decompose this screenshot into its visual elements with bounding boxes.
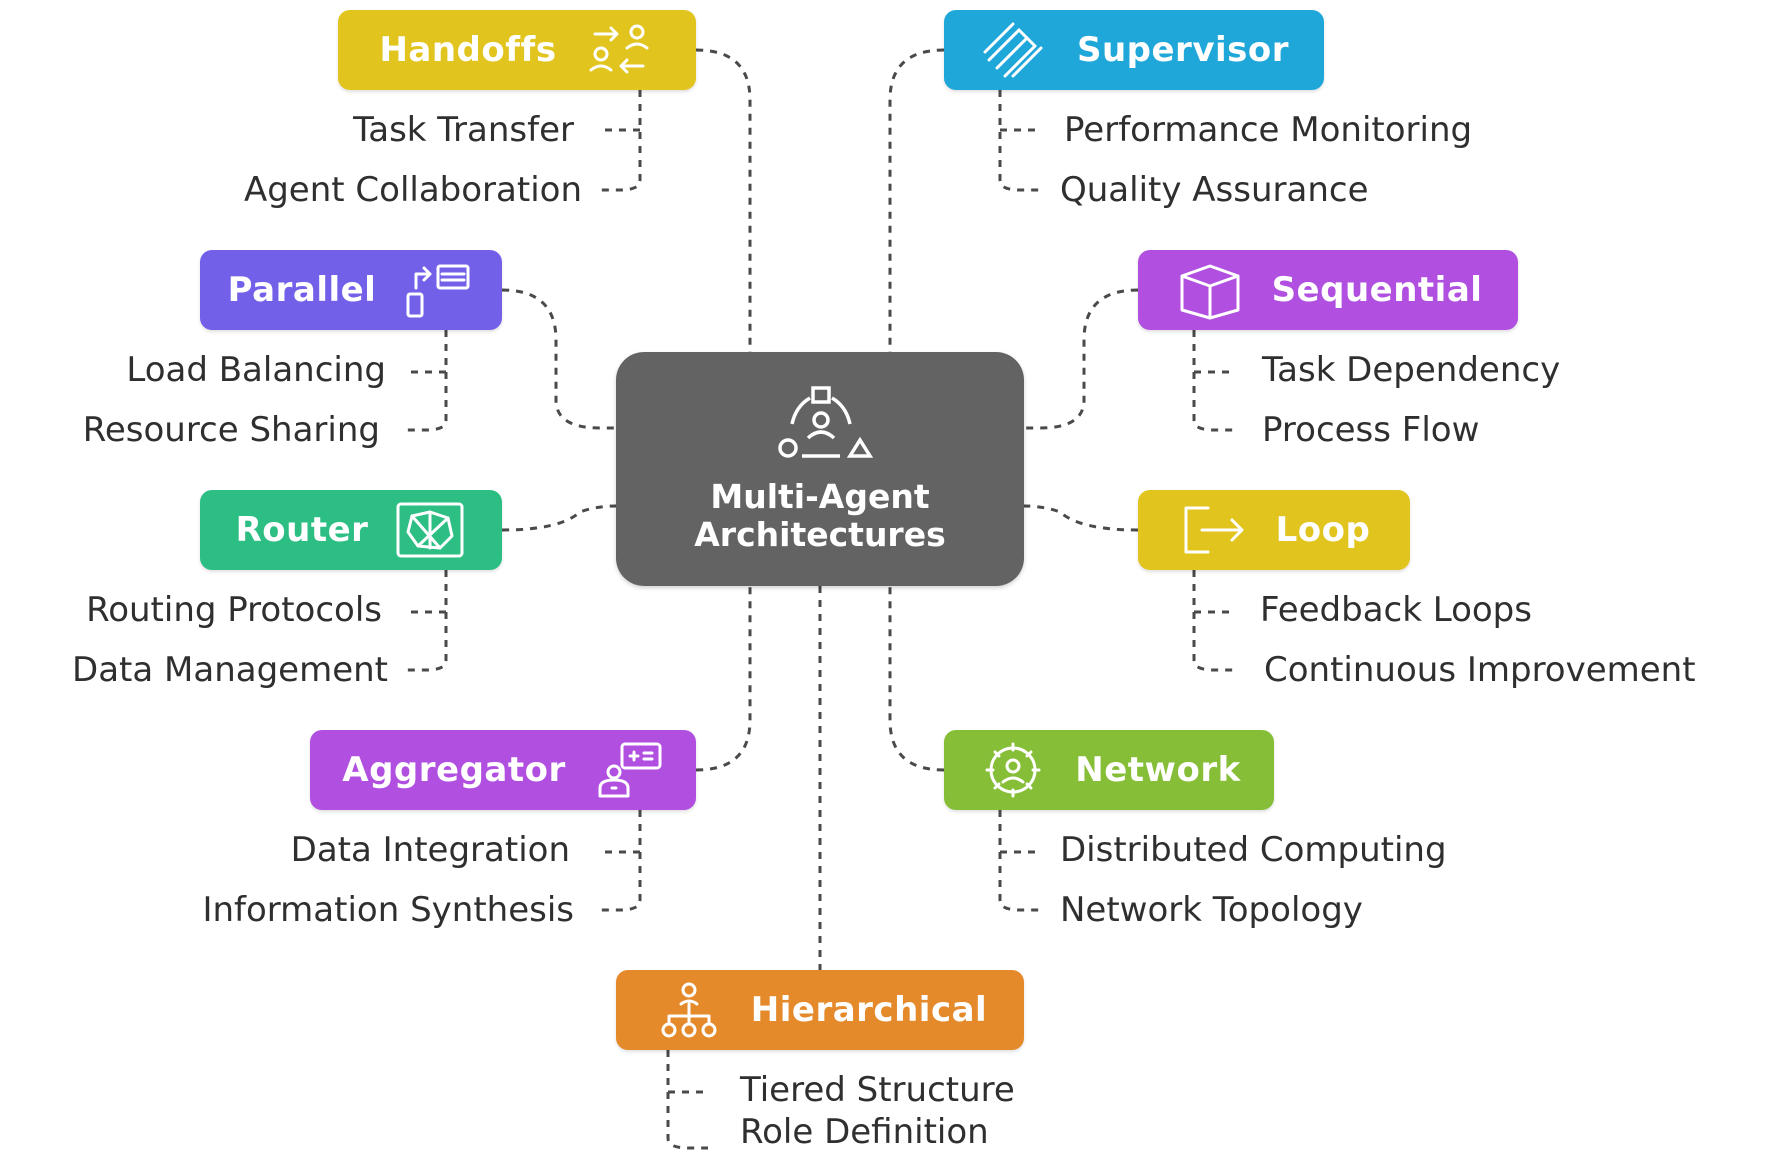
- sub-item: Task Transfer: [353, 110, 574, 150]
- connector-loop: [1023, 504, 1139, 532]
- sub-item: Process Flow: [1262, 410, 1480, 450]
- center-title: Multi-Agent Architectures: [694, 477, 946, 554]
- node-label: Network: [1075, 750, 1241, 790]
- network-gear-icon: [977, 740, 1049, 800]
- connector-aggregator: [695, 586, 752, 772]
- sub-item: Routing Protocols: [86, 590, 382, 630]
- sub-item: Task Dependency: [1262, 350, 1561, 390]
- sub-item: Quality Assurance: [1060, 170, 1369, 210]
- sub-item: Performance Monitoring: [1064, 110, 1473, 150]
- aggregator-icon: [592, 740, 664, 800]
- node-parallel[interactable]: Parallel: [200, 250, 502, 330]
- node-label: Aggregator: [342, 750, 566, 790]
- node-supervisor[interactable]: Supervisor: [944, 10, 1324, 90]
- connector-router: [501, 504, 617, 532]
- sub-item: Tiered Structure: [740, 1070, 1015, 1110]
- node-label: Handoffs: [379, 30, 557, 70]
- sub-item: Resource Sharing: [82, 410, 380, 450]
- hierarchy-icon: [653, 980, 725, 1040]
- exit-arrow-icon: [1178, 500, 1250, 560]
- connector-sequential: [1024, 288, 1139, 430]
- node-label: Supervisor: [1076, 30, 1290, 70]
- sub-item: Information Synthesis: [202, 890, 574, 930]
- sub-item: Data Integration: [290, 830, 570, 870]
- node-label: Router: [235, 510, 369, 550]
- connector-parallel: [501, 288, 616, 430]
- node-label: Hierarchical: [750, 990, 988, 1030]
- connector-network: [888, 586, 945, 772]
- sub-item: Continuous Improvement: [1264, 650, 1696, 690]
- connector-supervisor: [888, 48, 945, 352]
- node-hierarchical[interactable]: Hierarchical: [616, 970, 1024, 1050]
- node-router[interactable]: Router: [200, 490, 502, 570]
- router-network-icon: [394, 500, 466, 560]
- sub-item: Network Topology: [1060, 890, 1363, 930]
- center-node: Multi-Agent Architectures: [616, 352, 1024, 586]
- sub-item: Agent Collaboration: [243, 170, 582, 210]
- sub-item: Role Definition: [740, 1112, 989, 1152]
- node-sequential[interactable]: Sequential: [1138, 250, 1518, 330]
- handoff-people-icon: [583, 20, 655, 80]
- parallel-icon: [402, 260, 474, 320]
- node-label: Loop: [1275, 510, 1371, 550]
- node-aggregator[interactable]: Aggregator: [310, 730, 696, 810]
- sub-item: Data Management: [72, 650, 388, 690]
- agents-shapes-icon: [764, 384, 876, 468]
- sub-item: Load Balancing: [126, 350, 386, 390]
- sub-item: Distributed Computing: [1060, 830, 1447, 870]
- node-label: Parallel: [227, 270, 377, 310]
- node-loop[interactable]: Loop: [1138, 490, 1410, 570]
- box-icon: [1174, 260, 1246, 320]
- node-handoffs[interactable]: Handoffs: [338, 10, 696, 90]
- sub-item: Feedback Loops: [1260, 590, 1532, 630]
- node-network[interactable]: Network: [944, 730, 1274, 810]
- supervisor-icon: [979, 20, 1051, 80]
- node-label: Sequential: [1271, 270, 1483, 310]
- connector-handoffs: [695, 48, 752, 352]
